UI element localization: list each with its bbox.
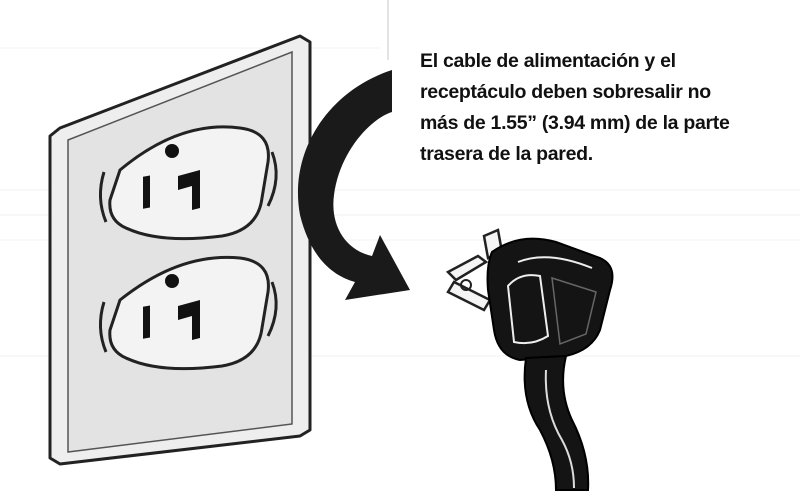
wall-outlet [48,34,312,466]
curved-arrow [297,70,410,300]
caption-line-1: El cable de alimentación y el [420,50,676,72]
caption-text: El cable de alimentación y el receptácul… [420,46,792,170]
lower-receptacle [99,255,278,371]
caption-line-3: más de 1.55” (3.94 mm) de la parte [420,112,730,134]
caption-line-4: trasera de la pared. [420,143,593,165]
upper-receptacle [99,125,278,241]
caption-line-2: receptáculo deben sobresalir no [420,81,711,103]
power-plug [445,228,614,491]
